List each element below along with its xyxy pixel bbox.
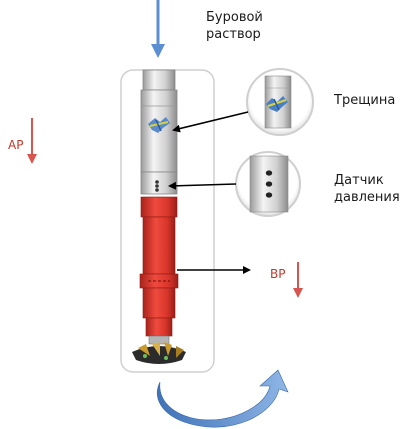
crack-mark bbox=[148, 117, 170, 133]
crack-magnifier bbox=[246, 68, 314, 136]
sensor-pointer-arrow bbox=[168, 181, 237, 190]
sensor-magnifier bbox=[235, 151, 301, 217]
red-tool-section bbox=[139, 196, 179, 345]
return-flow-arrow bbox=[156, 369, 289, 428]
sensor-dots bbox=[155, 180, 159, 192]
drill-bit-icon bbox=[132, 342, 186, 364]
drilling-fluid-label: Буровой раствор bbox=[206, 10, 263, 42]
ap-label: AP bbox=[8, 138, 24, 152]
crack-label: Трещина bbox=[334, 93, 396, 108]
bp-pressure-arrow bbox=[293, 262, 303, 298]
bp-label: BP bbox=[270, 267, 286, 281]
ap-pressure-arrow bbox=[27, 118, 37, 164]
crack-pointer-arrow bbox=[172, 111, 249, 133]
fluid-inflow-arrow bbox=[151, 0, 165, 58]
pressure-sensor-label: Датчик давления bbox=[334, 173, 400, 205]
